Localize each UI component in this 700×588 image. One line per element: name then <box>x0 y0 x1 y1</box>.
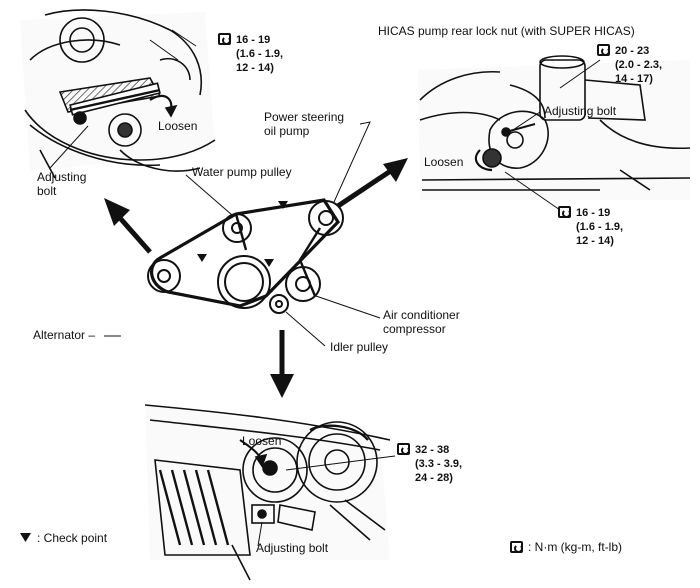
center-leader-lines <box>104 121 381 347</box>
adjusting-bolt-label-bottom: Adjusting bolt <box>256 541 329 555</box>
torque-spec-hicas: 20 - 23 (2.0 - 2.3, 14 - 17) <box>597 44 662 86</box>
loosen-label-tl: Loosen <box>158 119 198 133</box>
adjusting-bolt-label-tl: Adjusting bolt <box>37 170 87 198</box>
wrench-torque-icon <box>397 443 410 455</box>
loosen-label-bottom: Loosen <box>242 434 282 448</box>
check-point-triangle-3 <box>264 259 274 267</box>
loosen-label-tr: Loosen <box>424 155 464 169</box>
check-point-triangle-1 <box>278 201 288 209</box>
belt-routing-diagram <box>147 198 344 314</box>
ps-torque-leader <box>504 171 561 211</box>
arrow-to-alternator-detail <box>104 198 130 226</box>
hicas-title: HICAS pump rear lock nut (with SUPER HIC… <box>378 24 635 38</box>
triangle-down-icon <box>20 533 31 542</box>
torque-spec-alternator: 16 - 19 (1.6 - 1.9, 12 - 14) <box>218 33 283 75</box>
alternator-label: Alternator – <box>33 328 96 342</box>
ac-compressor-label: Air conditioner compressor <box>383 308 460 336</box>
wrench-torque-icon <box>218 33 231 45</box>
torque-spec-power-steering: 16 - 19 (1.6 - 1.9, 12 - 14) <box>558 206 623 248</box>
torque-spec-compressor: 32 - 38 (3.3 - 3.9, 24 - 28) <box>397 443 462 485</box>
crank-pulley <box>217 255 271 309</box>
compressor-torque-leader <box>285 455 396 471</box>
arrow-to-compressor-detail <box>270 374 294 398</box>
alternator-pulley <box>147 259 181 293</box>
idler-pulley <box>269 294 289 314</box>
idler-pulley-label: Idler pulley <box>330 340 389 354</box>
wrench-torque-icon <box>597 44 610 56</box>
water-pump-pulley-label: Water pump pulley <box>192 165 292 179</box>
power-steering-detail-illustration <box>418 55 691 200</box>
adjusting-bolt-leader-tr <box>509 111 541 133</box>
ac-compressor-pulley <box>285 266 321 302</box>
adjusting-bolt-leader-bottom <box>257 521 263 547</box>
wrench-torque-icon <box>510 541 523 553</box>
adjusting-bolt-label-tr: Adjusting bolt <box>544 104 617 118</box>
compressor-detail-illustration <box>144 404 391 581</box>
check-point-triangle-2 <box>197 254 207 262</box>
hicas-leader <box>559 59 601 89</box>
torque-unit-legend: : N·m (kg-m, ft-lb) <box>510 540 622 554</box>
adjusting-bolt-leader-tl <box>49 125 89 169</box>
alternator-detail-illustration <box>20 9 216 179</box>
wrench-torque-icon <box>558 206 571 218</box>
power-steering-pulley <box>308 200 344 236</box>
check-point-legend: : Check point <box>37 531 108 545</box>
direction-arrows <box>104 158 408 398</box>
arrow-to-power-steering-detail <box>383 158 408 182</box>
water-pump-pulley <box>222 213 252 243</box>
power-steering-label: Power steering oil pump <box>264 110 345 138</box>
